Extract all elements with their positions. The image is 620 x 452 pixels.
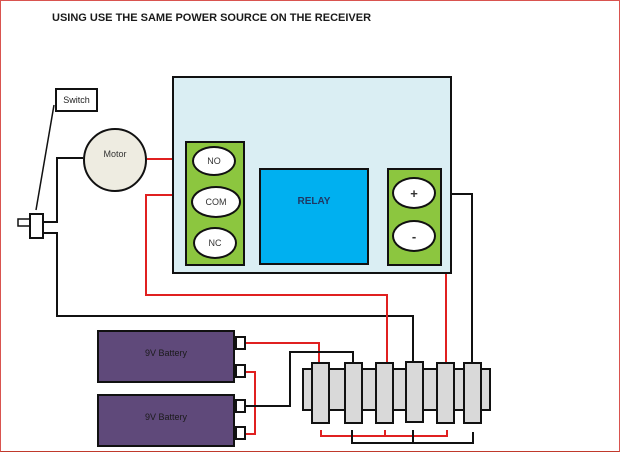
connector-rail xyxy=(302,368,491,411)
wire-com-connector xyxy=(145,194,388,362)
terminal-no: NO xyxy=(192,146,236,176)
connector-clip-2 xyxy=(344,362,363,424)
switch-label-leader xyxy=(35,104,55,211)
connector-clip-5 xyxy=(436,362,455,424)
switch-body xyxy=(29,213,44,239)
terminal-nc: NC xyxy=(193,227,237,259)
battery-1-terminal-bottom xyxy=(235,364,246,378)
relay: RELAY xyxy=(259,168,369,265)
wire-switch-motor xyxy=(43,157,83,223)
connector-clip-4 xyxy=(405,361,424,423)
battery-2-terminal-top xyxy=(235,399,246,413)
battery-2: 9V Battery xyxy=(97,394,235,447)
terminal-negative: - xyxy=(392,220,436,252)
battery-2-terminal-bottom xyxy=(235,426,246,440)
connector-clip-1 xyxy=(311,362,330,424)
diagram-title: USING USE THE SAME POWER SOURCE ON THE R… xyxy=(52,12,372,24)
motor: Motor xyxy=(83,128,147,192)
terminal-positive: + xyxy=(392,177,436,209)
switch-label: Switch xyxy=(55,88,98,112)
wire-bat1-pos xyxy=(246,342,320,362)
terminal-com: COM xyxy=(191,186,241,218)
wire-bat2-neg xyxy=(246,351,354,407)
connector-clip-6 xyxy=(463,362,482,424)
wire-bat-series xyxy=(246,371,256,435)
relay-label: RELAY xyxy=(297,196,331,207)
battery-1: 9V Battery xyxy=(97,330,235,383)
wire-switch-connector xyxy=(43,232,414,362)
connector-clip-3 xyxy=(375,362,394,424)
motor-label: Motor xyxy=(103,149,127,159)
battery-1-terminal-top xyxy=(235,336,246,350)
